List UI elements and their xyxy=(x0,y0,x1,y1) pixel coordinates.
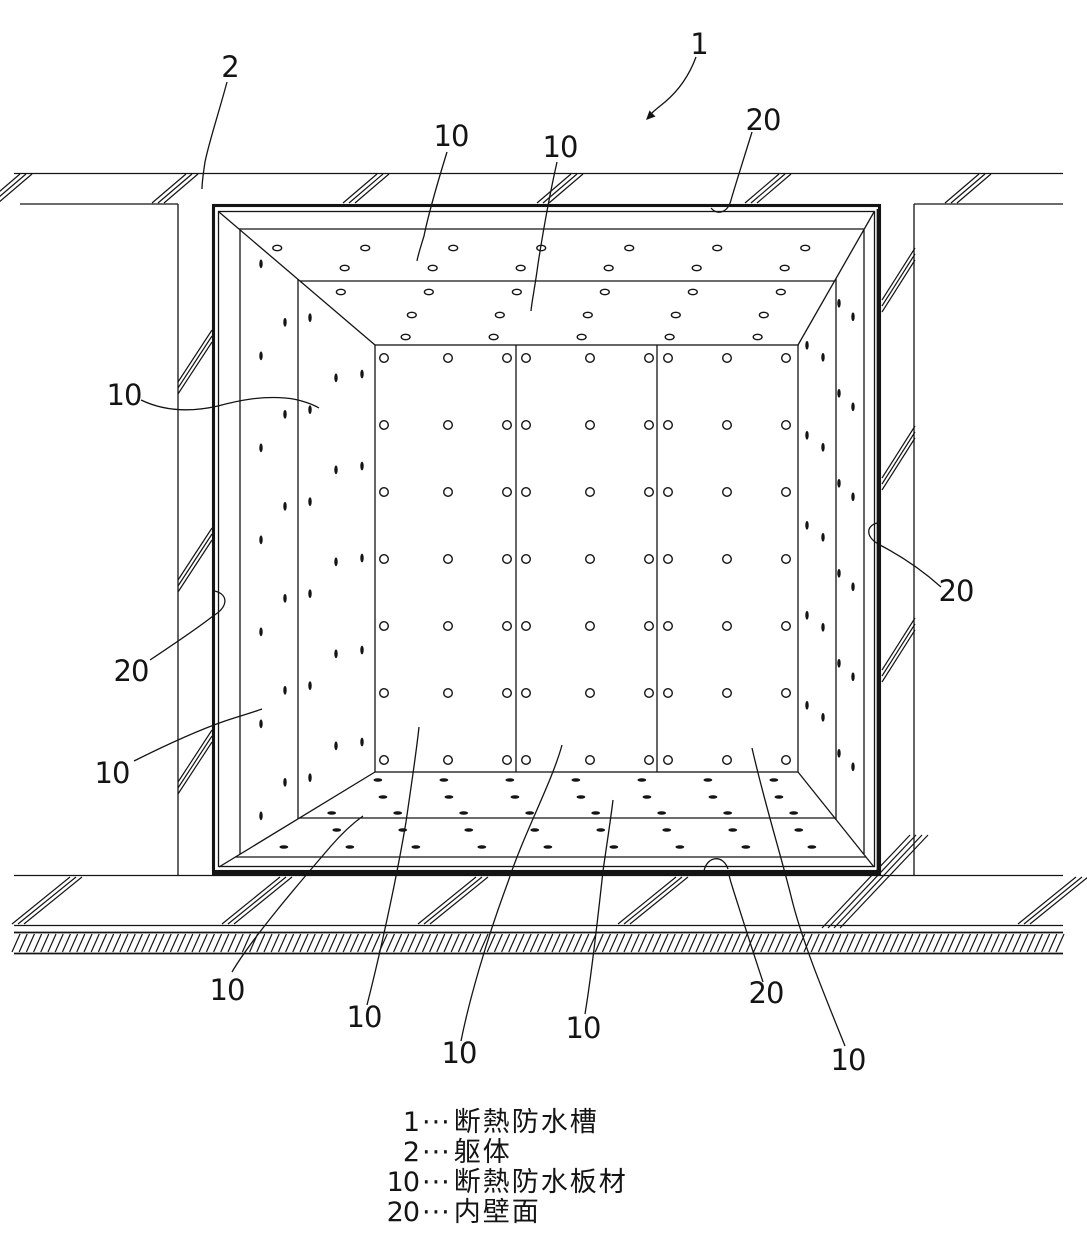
ref-label-panel-bottom-e: 10 xyxy=(831,1043,866,1077)
ceiling-fastener-dots xyxy=(272,244,811,341)
leader-panel-left-10 xyxy=(140,396,320,411)
legend-term: 断熱防水板材 xyxy=(453,1167,628,1198)
arrowhead-tank-1 xyxy=(646,110,656,120)
legend-term: 躯体 xyxy=(453,1137,512,1168)
ref-label-panel-top-b: 10 xyxy=(543,130,578,164)
section-hatching xyxy=(0,173,1087,929)
legend-row-panel: 10 ··· 断熱防水板材 xyxy=(382,1168,628,1198)
leader-wall-left-20 xyxy=(149,590,226,661)
leader-body-2 xyxy=(201,81,228,190)
reference-labels: 1 2 20 10 10 10 20 10 20 10 10 10 10 20 … xyxy=(95,27,975,1077)
legend-term: 内壁面 xyxy=(453,1197,541,1228)
ref-label-tank: 1 xyxy=(690,27,707,61)
tank-frame xyxy=(211,203,882,876)
legend-separator: ··· xyxy=(422,1167,451,1198)
leader-panel-bottom-a-10 xyxy=(231,815,364,973)
leader-panel-bottom-e-10 xyxy=(751,747,846,1047)
legend-row-body: 2 ··· 躯体 xyxy=(382,1138,628,1168)
ref-label-panel-left: 10 xyxy=(107,378,142,412)
back-wall-fastener-dots xyxy=(379,353,792,766)
legend-row-tank: 1 ··· 断熱防水槽 xyxy=(382,1108,628,1138)
corner-edge-bottom-left xyxy=(218,771,376,868)
legend-term: 断熱防水槽 xyxy=(453,1107,599,1138)
ref-label-wall-bottom: 20 xyxy=(749,976,784,1010)
left-wall-fastener-dots xyxy=(259,259,364,821)
ref-label-panel-bottom-c: 10 xyxy=(442,1036,477,1070)
leader-wall-top-20 xyxy=(710,131,753,213)
back-wall-outline xyxy=(374,344,799,773)
leader-wall-bottom-20 xyxy=(703,858,764,983)
legend-ref-number: 20 xyxy=(386,1197,420,1228)
corner-edge-top-left xyxy=(218,211,376,346)
leader-lines xyxy=(133,56,942,1047)
legend: 1 ··· 断熱防水槽 2 ··· 躯体 10 ··· 断熱防水板材 20 ··… xyxy=(382,1108,628,1228)
body-structure-lines xyxy=(14,172,1063,955)
corner-edge-top-right xyxy=(797,211,875,346)
leader-panel-bottom-c-10 xyxy=(460,744,563,1042)
ref-label-panel-bottom-b: 10 xyxy=(347,1000,382,1034)
floor-fastener-dots xyxy=(279,778,817,849)
right-wall-fastener-dots xyxy=(805,298,855,772)
legend-separator: ··· xyxy=(422,1137,451,1168)
leader-wall-right-20 xyxy=(868,522,942,588)
leader-panel-bottom-d-10 xyxy=(584,799,614,1015)
ref-label-panel-bottom-d: 10 xyxy=(566,1011,601,1045)
leader-tank-1 xyxy=(651,56,697,114)
leader-panel-bottom-b-10 xyxy=(366,726,420,1006)
ref-label-panel-left-lower: 10 xyxy=(95,756,130,790)
ground-dense-hatch xyxy=(11,933,1065,953)
leader-panel-top-a-10 xyxy=(416,151,448,262)
legend-ref-number: 2 xyxy=(402,1137,420,1168)
ref-label-panel-bottom-a: 10 xyxy=(210,973,245,1007)
ref-label-wall-left: 20 xyxy=(114,654,149,688)
ref-label-body: 2 xyxy=(221,50,238,84)
legend-row-innerwall: 20 ··· 内壁面 xyxy=(382,1198,628,1228)
legend-ref-number: 1 xyxy=(402,1107,420,1138)
legend-separator: ··· xyxy=(422,1107,451,1138)
ref-label-wall-right: 20 xyxy=(939,574,974,608)
legend-ref-number: 10 xyxy=(386,1167,420,1198)
leader-panel-top-b-10 xyxy=(530,161,558,312)
panel-joint-lines xyxy=(235,228,866,858)
legend-separator: ··· xyxy=(422,1197,451,1228)
ref-label-panel-top-a: 10 xyxy=(434,119,469,153)
leader-panel-left-lower-10 xyxy=(133,708,263,762)
ref-label-wall-top: 20 xyxy=(746,103,781,137)
